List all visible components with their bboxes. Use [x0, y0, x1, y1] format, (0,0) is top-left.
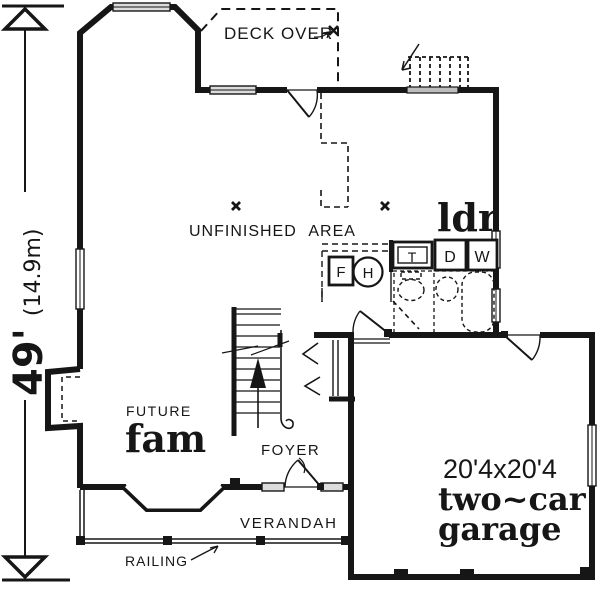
- garage-size-label: 20'4x20'4: [443, 454, 557, 484]
- foyer-closet: [277, 288, 355, 402]
- door-hall-to-laundry: [352, 310, 392, 344]
- garage-label-line2: garage: [438, 510, 561, 548]
- window-front-right-of-door: [320, 482, 344, 492]
- laundry-tub-inner: [397, 246, 428, 264]
- wall-top-left-chamfer: [77, 4, 114, 98]
- water-heater-label: H: [363, 265, 374, 282]
- dimension-metric: (14.9m): [21, 228, 46, 316]
- bay-outer: [121, 484, 226, 512]
- railing-post-4: [341, 536, 350, 545]
- railing-label-arrow: [190, 545, 219, 561]
- laundry-label: ldr: [437, 195, 499, 240]
- furnace-box: [327, 255, 355, 287]
- sink: [435, 276, 459, 302]
- window-front-left-of-door: [261, 482, 285, 492]
- washer-label: W: [474, 249, 490, 266]
- railing-post-3: [256, 536, 265, 545]
- toilet-tank: [400, 271, 422, 280]
- window-right-lower: [491, 288, 501, 323]
- door-front-entry: [284, 459, 324, 490]
- post-marker-right: [380, 201, 390, 211]
- stairs-up-arrow: [250, 358, 266, 388]
- garage-door-post-right: [460, 569, 474, 577]
- railing-label: RAILING: [125, 553, 188, 569]
- closet-bifold-top: [301, 342, 319, 365]
- chase-dashed-outline: [320, 93, 349, 208]
- stairs-top-edge: [234, 308, 281, 315]
- railing-post-2: [163, 536, 172, 545]
- door-top: [286, 89, 319, 118]
- deck-post-marker: [328, 25, 339, 36]
- dryer-box: [433, 238, 468, 272]
- washer-box: [466, 238, 499, 272]
- furnace-label: F: [336, 264, 345, 281]
- closet-bifold-bottom: [303, 376, 321, 396]
- dimension-arrow-bottom: [0, 555, 50, 580]
- wall-right-upper: [457, 87, 499, 231]
- veranda-left-edge: [79, 490, 85, 538]
- stairs-handrail-curl: [280, 417, 294, 430]
- veranda: [76, 490, 350, 561]
- foyer-label-arrow: [298, 457, 306, 474]
- door-house-to-garage: [501, 331, 541, 361]
- wall-top-right-chamfer: [169, 4, 211, 93]
- window-left: [75, 248, 85, 310]
- verandah-label: VERANDAH: [240, 515, 338, 532]
- shower: [461, 271, 495, 333]
- garage-wall-top-right: [540, 332, 595, 425]
- future-label: FUTURE: [126, 403, 192, 419]
- door-future-bath: [392, 300, 420, 330]
- front-wall-post: [230, 478, 240, 487]
- garage-walls: [314, 332, 595, 580]
- dimension-arrow-top: [0, 6, 50, 31]
- garage-label-line1: two~car: [438, 480, 587, 518]
- deck-over: [200, 8, 469, 87]
- closet-sliding-doors: [332, 340, 339, 396]
- chase-hook: [320, 190, 348, 208]
- foyer-label: FOYER: [261, 442, 320, 459]
- stairs: [221, 307, 294, 436]
- doors: [284, 89, 541, 490]
- dimension-label: 49' (14.9m): [6, 228, 52, 396]
- bath-rough-in: [397, 271, 495, 333]
- garage-door-post-left: [394, 569, 408, 577]
- laundry-dashed-wall: [322, 243, 391, 252]
- chase-step-line: [320, 93, 349, 207]
- window-top-left: [112, 2, 171, 12]
- family-room-label: fam: [125, 416, 206, 461]
- window-garage-right: [587, 424, 597, 487]
- veranda-railing: [80, 538, 346, 544]
- structural-posts: [231, 201, 390, 211]
- garage-corner-block: [580, 567, 593, 577]
- stairs-break-line: [221, 340, 290, 356]
- post-marker-left: [231, 201, 241, 211]
- bay-window: [121, 478, 240, 512]
- deck-stairs-arrow: [401, 43, 420, 71]
- dimension-line: [0, 4, 70, 582]
- toilet-bowl: [397, 278, 425, 302]
- bay-inner-gap: [124, 484, 223, 509]
- deck-stairs: [408, 56, 469, 87]
- fireplace-dashed: [61, 376, 80, 422]
- deck-outline: [200, 8, 339, 87]
- window-top-under-stairs: [406, 86, 459, 94]
- deck-over-label: DECK OVER: [224, 24, 333, 43]
- deck-label-arrow: [313, 31, 330, 39]
- dimension-feet: 49': [6, 328, 52, 396]
- laundry-area: F H T D W: [321, 238, 499, 332]
- dryer-label: D: [444, 249, 456, 266]
- laundry-tub-label: T: [408, 249, 417, 265]
- window-top-mid: [209, 85, 257, 95]
- wall-fireplace-bump: [45, 366, 83, 488]
- water-heater-circle: [352, 256, 384, 288]
- unfinished-area-label: UNFINISHED AREA: [189, 223, 356, 240]
- railing-post-1: [76, 536, 85, 545]
